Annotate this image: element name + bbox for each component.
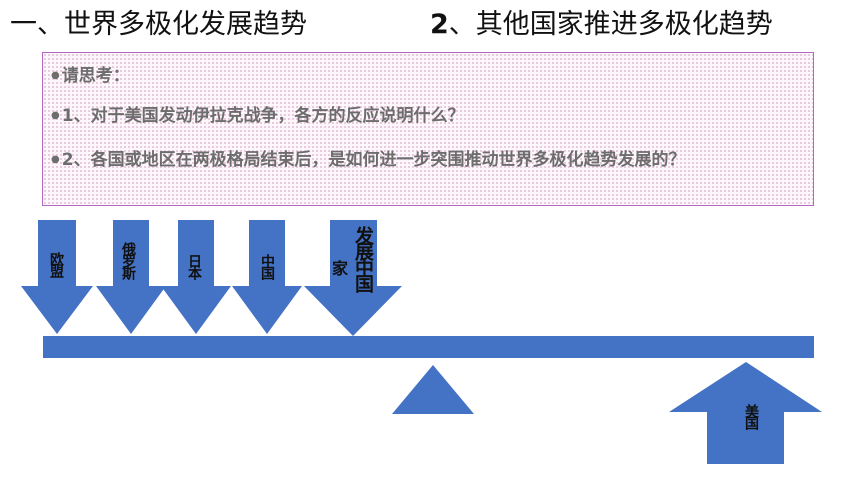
label-japan: 日本: [186, 254, 202, 278]
question-2: ●2、各国或地区在两极格局结束后，是如何进一步突围推动世界多极化趋势发展的？: [51, 150, 686, 170]
slide-title-right: 2、其他国家推进多极化趋势: [430, 2, 773, 41]
label-developing-col1: 家: [329, 260, 348, 274]
fulcrum-triangle: [392, 365, 474, 414]
down-arrow-china: [232, 220, 302, 334]
bullet-icon: ●: [51, 70, 60, 81]
bullet-icon: ●: [51, 154, 60, 165]
title-text: 、其他国家推进多极化趋势: [448, 9, 773, 40]
label-china: 中国: [259, 254, 275, 278]
question-1: ●1、对于美国发动伊拉克战争，各方的反应说明什么？: [51, 106, 465, 126]
down-arrow-developing: [304, 220, 402, 336]
thinking-question-box: ●请思考： ●1、对于美国发动伊拉克战争，各方的反应说明什么？ ●2、各国或地区…: [42, 52, 814, 206]
down-arrow-russia: [96, 220, 166, 334]
label-eu: 欧盟: [48, 252, 64, 276]
question-heading: ●请思考：: [51, 66, 130, 86]
label-developing-col2: 发展中国: [352, 226, 374, 290]
up-arrow-usa: [669, 362, 822, 464]
down-arrow-eu: [21, 220, 93, 334]
label-russia: 俄罗斯: [120, 242, 136, 278]
slide-title-left: 一、世界多极化发展趋势: [10, 9, 307, 40]
balance-beam: [43, 336, 814, 358]
bullet-icon: ●: [51, 110, 60, 121]
down-arrow-japan: [161, 220, 231, 334]
label-usa: 美国: [743, 404, 759, 428]
title-number: 2: [430, 9, 449, 40]
